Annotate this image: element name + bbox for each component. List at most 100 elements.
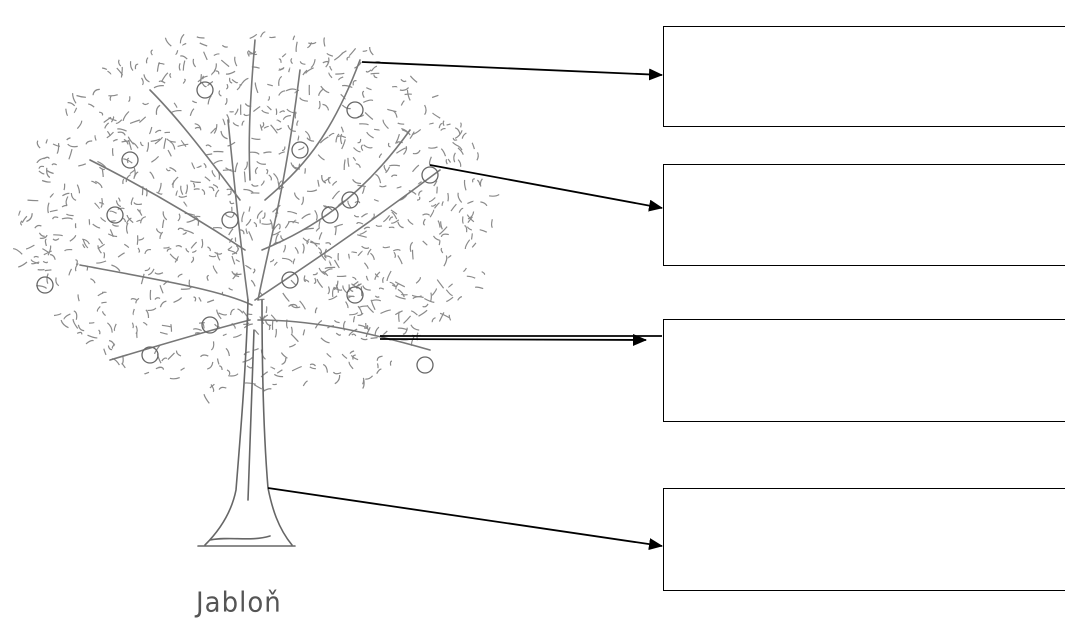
leaf-mark	[92, 88, 100, 96]
leaf-mark	[97, 243, 105, 250]
leaf-mark	[106, 130, 111, 137]
leaf-mark	[287, 124, 296, 132]
leaf-mark	[138, 237, 145, 241]
answer-box-4[interactable]	[663, 488, 1065, 591]
leaf-mark	[85, 140, 93, 145]
leaf-mark	[221, 44, 228, 48]
leaf-mark	[225, 83, 229, 90]
leaf-mark	[252, 268, 256, 274]
leaf-mark	[308, 41, 317, 45]
leaf-mark	[107, 345, 113, 351]
leaf-mark	[317, 247, 323, 254]
leaf-mark	[440, 233, 449, 238]
leaf-mark	[154, 136, 163, 145]
leaf-mark	[116, 67, 124, 76]
leaf-mark	[216, 358, 220, 365]
leaf-mark	[157, 182, 162, 193]
leaf-mark	[275, 233, 280, 244]
leaf-mark	[55, 277, 60, 287]
leaf-mark	[298, 146, 305, 151]
leaf-mark	[159, 331, 168, 335]
leaf-mark	[335, 133, 340, 143]
tree-crown	[13, 31, 500, 404]
leaf-mark	[173, 102, 178, 108]
leaf-mark	[164, 37, 172, 47]
leaf-mark	[251, 137, 261, 140]
leaf-mark	[333, 259, 340, 269]
leaf-mark	[126, 214, 134, 224]
leaf-mark	[13, 248, 23, 255]
leaf-mark	[272, 383, 278, 386]
apple-mark	[121, 151, 139, 169]
leaf-mark	[218, 312, 228, 316]
leaf-mark	[351, 251, 358, 254]
leaf-mark	[169, 73, 172, 79]
leaf-mark	[235, 259, 240, 263]
leaf-mark	[312, 272, 318, 276]
leaf-mark	[397, 327, 408, 331]
leaf-mark	[399, 87, 410, 91]
leaf-mark	[348, 328, 358, 337]
leaf-mark	[243, 323, 253, 329]
answer-box-3[interactable]	[663, 319, 1065, 422]
leaf-mark	[352, 156, 357, 161]
leaf-mark	[279, 110, 285, 114]
leaf-mark	[365, 375, 374, 380]
leaf-mark	[61, 204, 68, 208]
leaf-mark	[201, 82, 207, 88]
leaf-mark	[383, 164, 388, 172]
leaf-mark	[38, 232, 45, 237]
leaf-mark	[45, 138, 49, 144]
leaf-mark	[111, 264, 121, 272]
leaf-mark	[213, 53, 220, 57]
answer-box-1[interactable]	[663, 26, 1065, 127]
leaf-mark	[73, 310, 78, 320]
leaf-mark	[210, 341, 215, 351]
leaf-mark	[65, 213, 74, 217]
leaf-mark	[132, 308, 135, 316]
leaf-mark	[47, 245, 52, 256]
answer-box-2[interactable]	[663, 164, 1065, 266]
leaf-mark	[341, 84, 353, 89]
leaf-mark	[118, 59, 122, 67]
leaf-mark	[452, 141, 459, 147]
leaf-mark	[78, 163, 87, 167]
leaf-mark	[389, 164, 401, 167]
leaf-mark	[148, 268, 155, 276]
leaf-mark	[481, 271, 486, 276]
leaf-mark	[302, 380, 308, 387]
leaf-mark	[396, 186, 402, 189]
leaf-mark	[314, 209, 318, 221]
leaf-mark	[284, 221, 290, 229]
leaf-mark	[154, 129, 162, 134]
leaf-mark	[210, 384, 215, 393]
leaf-mark	[139, 141, 144, 147]
leaf-mark	[167, 149, 172, 157]
leaf-mark	[254, 82, 259, 94]
leaf-mark	[292, 219, 297, 224]
leaf-mark	[46, 170, 54, 175]
leaf-mark	[438, 312, 445, 322]
leaf-mark	[365, 69, 372, 73]
leaf-mark	[318, 220, 321, 228]
leaf-mark	[390, 219, 400, 224]
tree-trunk	[197, 299, 296, 547]
leaf-mark	[215, 189, 220, 198]
leaf-mark	[69, 235, 77, 242]
leaf-mark	[194, 126, 201, 129]
leaf-mark	[375, 173, 382, 184]
leaf-mark	[234, 162, 239, 173]
leaf-mark	[299, 61, 306, 65]
leaf-mark	[424, 297, 435, 303]
leaf-mark	[273, 172, 279, 181]
leaf-mark	[260, 31, 266, 38]
leaf-mark	[88, 103, 95, 108]
leaf-mark	[349, 350, 355, 354]
leaf-mark	[233, 333, 242, 338]
leaf-mark	[479, 178, 483, 187]
leaf-mark	[424, 104, 427, 116]
leaf-mark	[77, 294, 80, 302]
leaf-mark	[370, 72, 380, 75]
leaf-mark	[341, 139, 346, 150]
